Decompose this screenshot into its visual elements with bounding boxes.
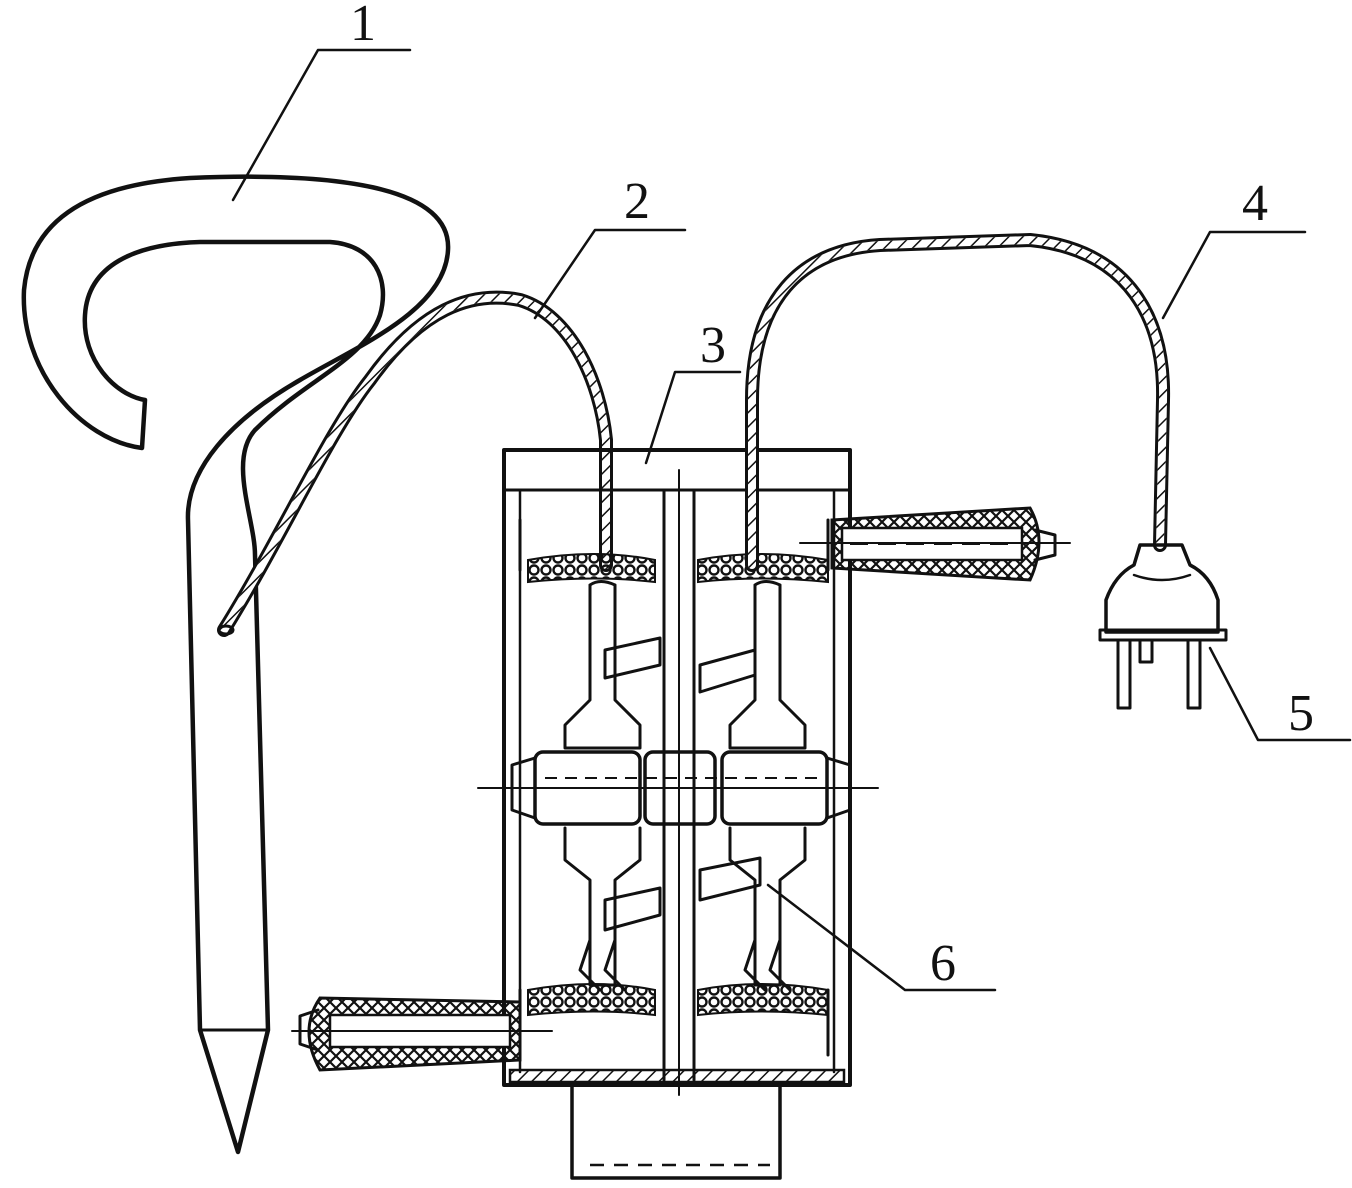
- lower-coil: [518, 983, 830, 1057]
- left-electrode: [563, 580, 662, 992]
- lower-handle: [291, 996, 553, 1072]
- callout-5: 5: [1288, 685, 1314, 742]
- upper-handle: [799, 506, 1071, 582]
- wire-lead: [217, 290, 613, 637]
- callout-3: 3: [700, 317, 726, 374]
- callout-2: 2: [624, 173, 650, 230]
- housing: [502, 448, 852, 1180]
- callout-1: 1: [350, 0, 376, 52]
- plug: [1098, 543, 1228, 642]
- callout-4: 4: [1242, 175, 1268, 232]
- upper-coil: [518, 518, 830, 584]
- leader-lines: [231, 48, 1352, 992]
- right-electrode: [698, 580, 807, 992]
- central-shaft: [662, 469, 696, 1096]
- center-clamp: [477, 750, 879, 826]
- plug-prongs: [1116, 638, 1202, 710]
- callout-6: 6: [930, 935, 956, 992]
- power-cord: [745, 232, 1171, 572]
- hook: [21, 174, 451, 1155]
